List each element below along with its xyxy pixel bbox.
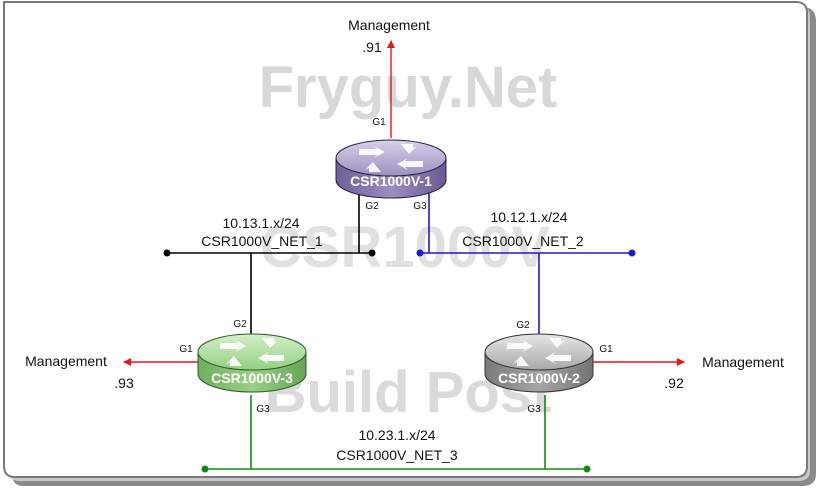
router-arrows-icon — [359, 144, 423, 172]
r3-g1-label: G1 — [179, 344, 193, 355]
net3-endpoint-right — [583, 465, 591, 473]
router-arrows-icon — [507, 338, 571, 366]
router-top — [335, 139, 447, 177]
router-label: CSR1000V-2 — [498, 370, 580, 386]
net2-name: CSR1000V_NET_2 — [462, 233, 584, 249]
r3-g2-label: G2 — [233, 319, 247, 330]
mgmt-label-r2: Management — [702, 354, 784, 370]
router-top — [197, 333, 307, 371]
mgmt-ip-r1: .91 — [362, 39, 382, 55]
r3-g3-label: G3 — [256, 404, 270, 415]
r2-g1-label: G1 — [599, 344, 613, 355]
r2-g3-label: G3 — [527, 404, 541, 415]
r2-g2-label: G2 — [516, 320, 530, 331]
net2-endpoint-right — [628, 249, 636, 257]
management-r2: Management .92 — [592, 354, 784, 391]
watermark-top: Fryguy.Net — [259, 55, 558, 120]
mgmt-label-r1: Management — [348, 17, 430, 33]
r1-g2-label: G2 — [365, 201, 379, 212]
router-csr1000v-1[interactable]: CSR1000V-1 — [335, 139, 447, 199]
management-r1: Management .91 — [348, 17, 430, 138]
mgmt-ip-r2: .92 — [664, 375, 684, 391]
router-csr1000v-2[interactable]: CSR1000V-2 — [484, 333, 594, 393]
network-net2[interactable]: 10.12.1.x/24 CSR1000V_NET_2 — [416, 190, 636, 335]
net2-subnet: 10.12.1.x/24 — [490, 209, 567, 225]
router-label: CSR1000V-3 — [211, 370, 293, 386]
net3-name: CSR1000V_NET_3 — [336, 447, 458, 463]
management-r3: Management .93 — [25, 353, 200, 391]
mgmt-ip-r3: .93 — [114, 375, 134, 391]
router-arrows-icon — [220, 338, 284, 366]
r1-g1-label: G1 — [372, 117, 386, 128]
net1-endpoint-left — [163, 249, 171, 257]
r1-g3-label: G3 — [413, 201, 427, 212]
mgmt-label-r3: Management — [25, 353, 107, 369]
router-label: CSR1000V-1 — [350, 173, 432, 189]
network-net3[interactable]: 10.23.1.x/24 CSR1000V_NET_3 — [201, 395, 591, 473]
net3-endpoint-left — [201, 465, 209, 473]
net1-endpoint-right — [368, 249, 376, 257]
net2-endpoint-left — [416, 249, 424, 257]
net3-subnet: 10.23.1.x/24 — [358, 427, 435, 443]
router-top — [484, 333, 594, 371]
net1-name: CSR1000V_NET_1 — [201, 233, 323, 249]
net1-subnet: 10.13.1.x/24 — [222, 215, 299, 231]
router-csr1000v-3[interactable]: CSR1000V-3 — [197, 333, 307, 393]
network-net1[interactable]: 10.13.1.x/24 CSR1000V_NET_1 — [163, 190, 376, 335]
watermark-middle: CSR1000V — [260, 215, 550, 280]
